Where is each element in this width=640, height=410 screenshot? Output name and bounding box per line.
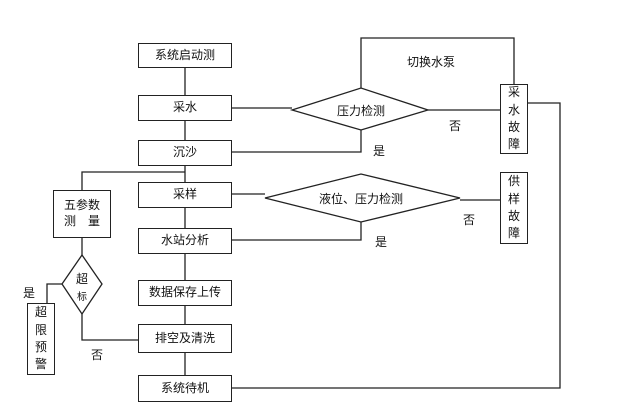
limit-yes-line [46,283,62,303]
sediment-label: 沉沙 [172,145,197,160]
standby-box: 系统待机 [138,375,232,402]
water-fault-char-2: 水 [507,102,520,117]
data-upload-box: 数据保存上传 [138,280,232,306]
supply-fault-char-3: 故 [507,209,520,223]
level-yes-label: 是 [375,235,388,249]
start-label: 系统启动测 [154,47,215,62]
sampling-label: 采样 [172,187,197,202]
pressure-no-label: 否 [449,119,462,133]
station-analysis-box: 水站分析 [138,228,232,254]
warning-char-3: 预 [34,340,47,354]
water-intake-label: 采水 [172,100,197,115]
five-param-label-2: 测 量 [63,214,100,228]
level-pressure-diamond [264,173,461,223]
switch-pump-label: 切换水泵 [407,55,456,69]
warning-char-4: 警 [34,357,47,372]
level-pressure-decision-label: 液位、压力检测 [318,192,403,206]
data-upload-label: 数据保存上传 [148,285,221,300]
fault-to-standby-line [232,102,561,389]
water-fault-char-4: 障 [507,137,520,152]
drain-clean-label: 排空及清洗 [154,330,215,345]
limit-yes-label: 是 [23,286,36,300]
pressure-decision-label: 压力检测 [336,104,385,118]
sediment-box: 沉沙 [138,140,232,166]
pressure-yes-label: 是 [373,144,386,158]
water-fault-char-1: 采 [507,85,520,100]
limit-no-line [81,314,138,341]
pressure-yes-line [232,130,362,153]
warning-char-2: 限 [34,322,47,337]
five-param-label-1: 五参数 [63,198,100,213]
over-limit-decision-label-1: 超 [75,272,88,286]
supply-fault-char-1: 供 [507,174,520,189]
to-five-param-line [81,171,185,190]
water-fault-char-3: 故 [507,120,520,134]
pressure-diamond [289,87,431,131]
supply-fault-box: 供 样 故 障 [500,172,528,244]
standby-label: 系统待机 [160,380,209,395]
sampling-box: 采样 [138,182,232,208]
water-intake-box: 采水 [138,95,232,121]
drain-clean-box: 排空及清洗 [138,324,232,353]
supply-fault-char-2: 样 [507,191,520,206]
level-no-label: 否 [463,213,476,227]
level-yes-line [232,222,362,241]
supply-fault-char-4: 障 [507,226,520,241]
over-limit-diamond [61,253,103,316]
overlimit-warning-box: 超 限 预 警 [27,303,55,375]
station-analysis-label: 水站分析 [160,233,209,248]
switch-pump-loop [360,37,515,88]
water-fault-box: 采 水 故 障 [500,84,528,154]
warning-char-1: 超 [34,305,47,320]
limit-no-label: 否 [91,348,104,362]
over-limit-decision-label-2: 标 [77,292,87,303]
start-box: 系统启动测 [138,43,232,68]
five-param-box: 五参数 测 量 [53,190,111,238]
